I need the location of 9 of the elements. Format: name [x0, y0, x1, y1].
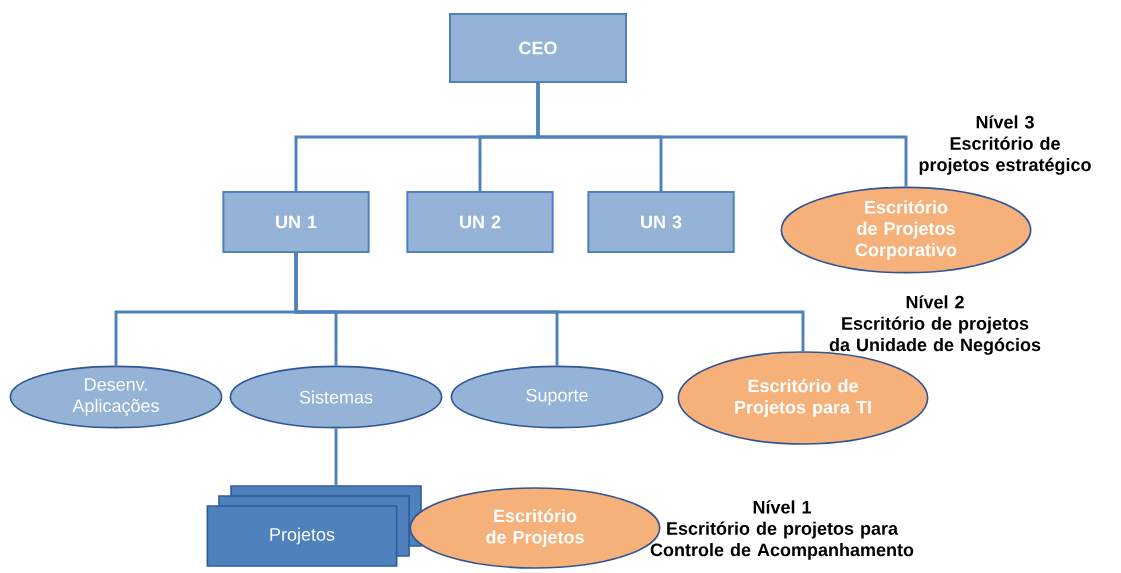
- unit-box: CEO: [449, 13, 627, 83]
- connector-line: [294, 253, 805, 352]
- connector-line: [334, 428, 338, 486]
- stacked-box: Projetos: [206, 485, 422, 567]
- connector-line: [536, 83, 908, 187]
- level-label: Nível 3 Escritório de projetos estratégico: [919, 115, 1091, 175]
- unit-box: UN 2: [406, 191, 554, 253]
- unit-box: UN 1: [222, 191, 370, 253]
- unit-box: UN 3: [587, 191, 735, 253]
